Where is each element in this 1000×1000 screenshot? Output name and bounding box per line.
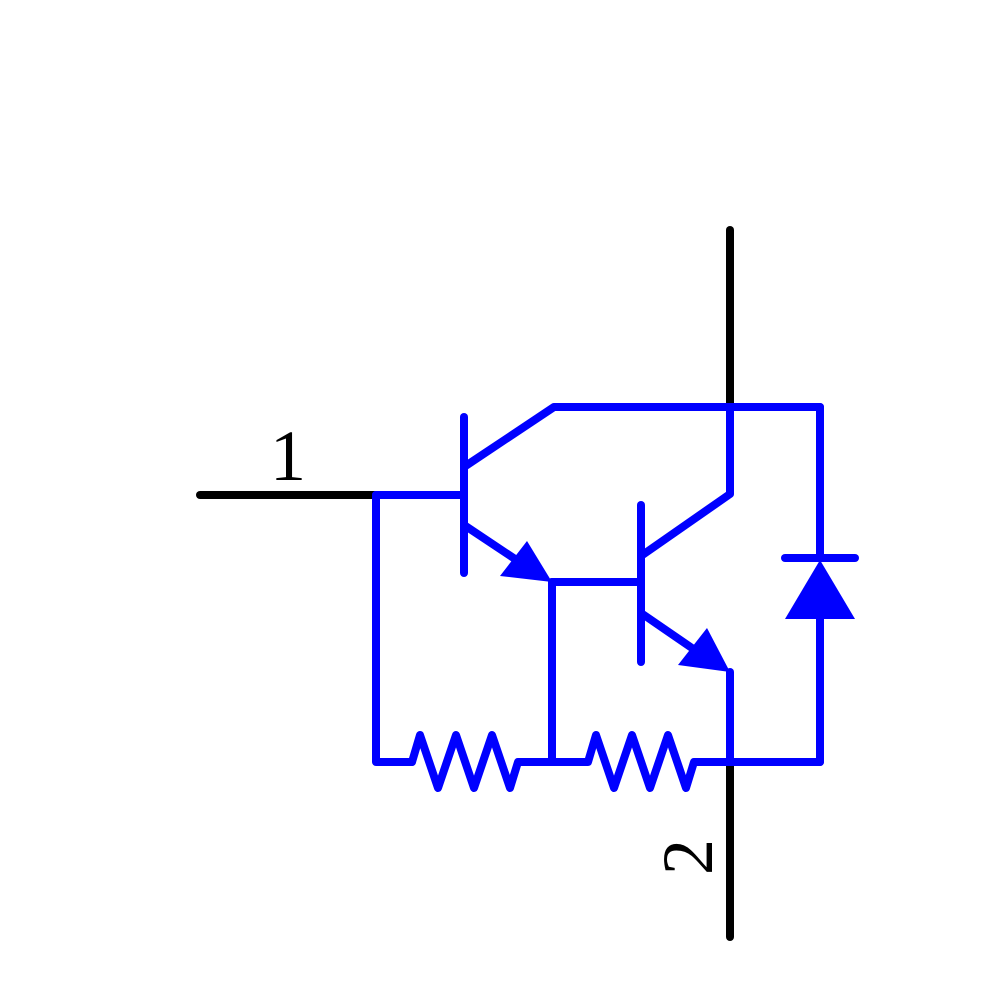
q2-emitter-arrow-icon [678, 628, 730, 672]
pin-2-label: 2 [648, 839, 728, 875]
resistor-r2-icon [548, 731, 824, 792]
pin-1-label: 1 [270, 416, 306, 496]
resistor-r1-icon [408, 731, 556, 792]
base-resistor-left-wire [372, 491, 416, 766]
darlington-symbol [372, 403, 859, 792]
q2-collector [637, 403, 734, 560]
q1-emitter-arrow-icon [500, 541, 552, 582]
diode-anode-triangle-icon [785, 560, 855, 619]
q1-collector [460, 403, 824, 471]
